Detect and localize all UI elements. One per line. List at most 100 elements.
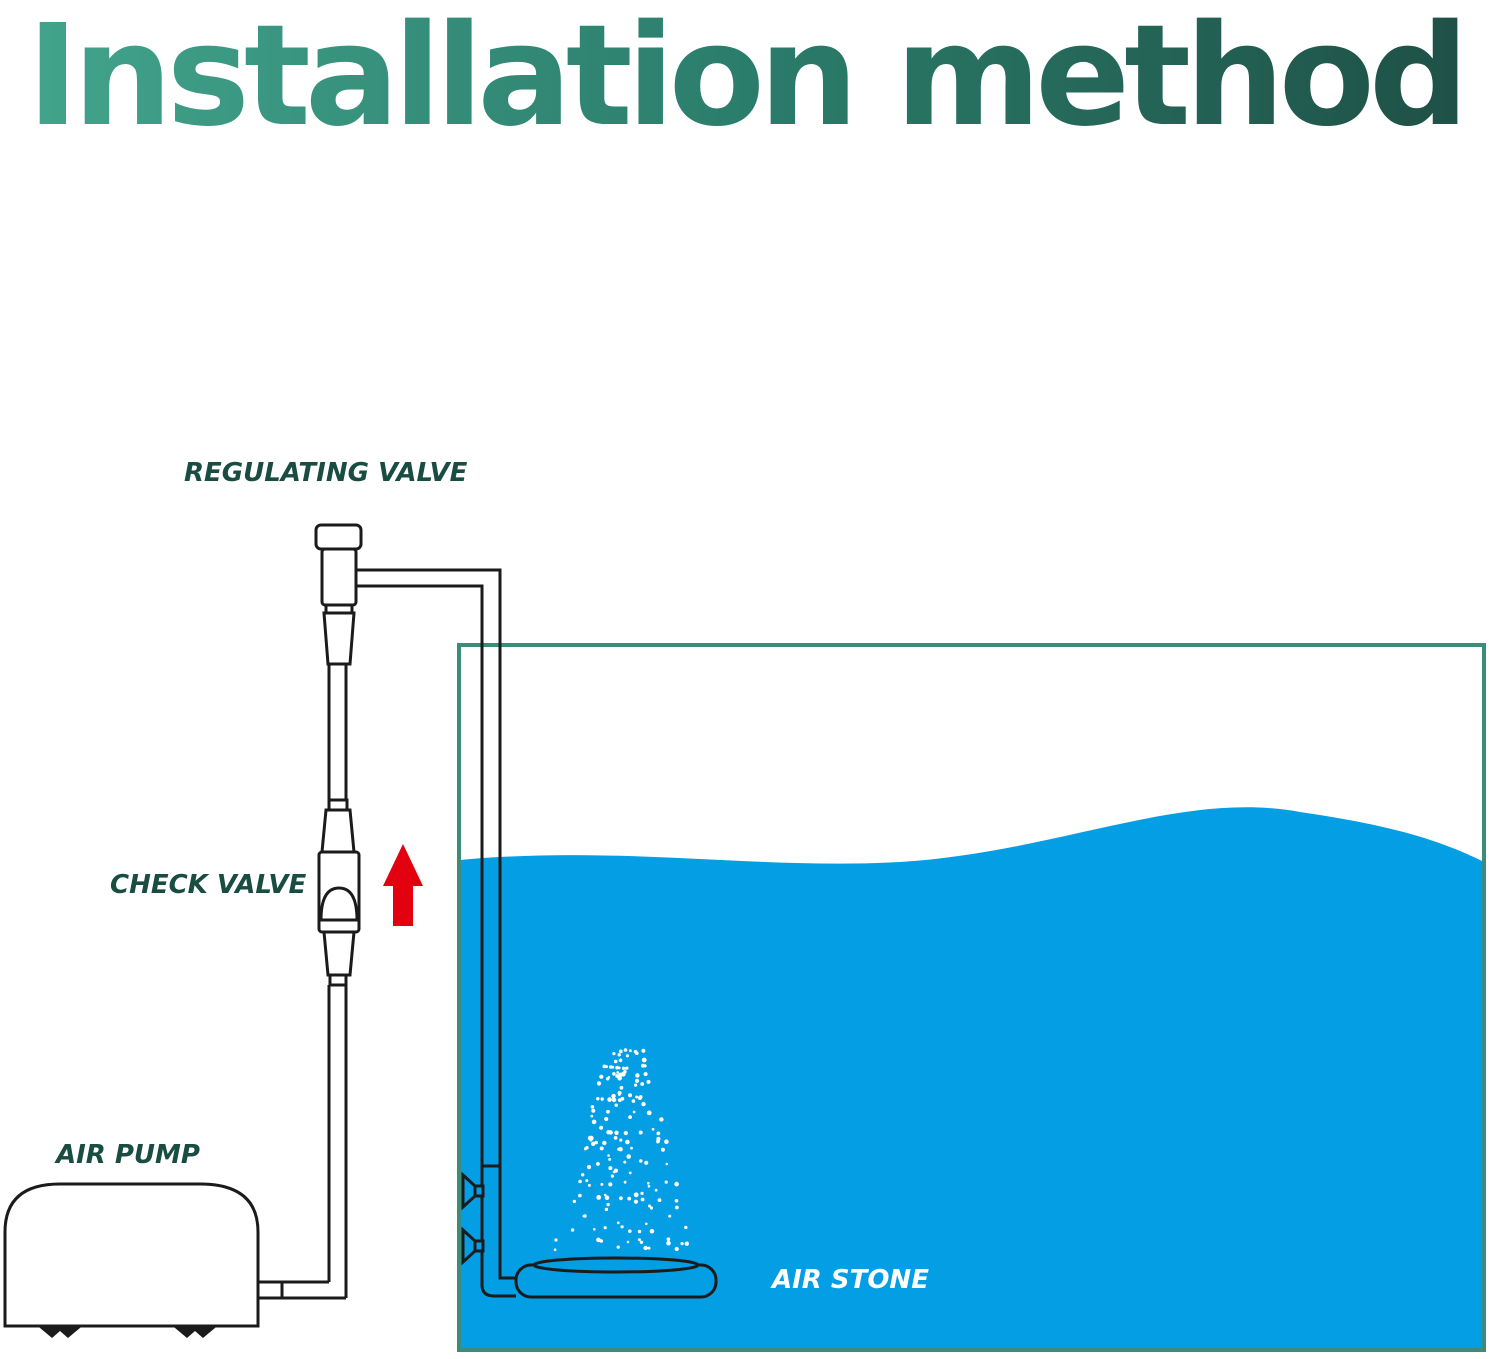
air-bubble xyxy=(632,1110,636,1114)
air-bubble xyxy=(635,1095,639,1099)
air-bubble xyxy=(647,1181,650,1185)
air-bubble xyxy=(656,1136,661,1141)
air-bubble xyxy=(623,1070,627,1074)
air-bubble xyxy=(674,1246,679,1252)
air-bubble xyxy=(646,1079,651,1084)
air-bubble xyxy=(628,1171,632,1175)
air-bubble xyxy=(614,1130,619,1136)
air-bubble xyxy=(625,1054,630,1058)
flow-direction-arrow-icon xyxy=(383,844,423,926)
air-bubble xyxy=(604,1116,609,1122)
air-tube-tank xyxy=(356,568,502,1168)
air-bubble xyxy=(596,1162,600,1166)
air-bubble xyxy=(591,1141,596,1147)
air-pump-icon xyxy=(3,1182,260,1338)
label-air-stone: AIR STONE xyxy=(772,1265,929,1295)
air-bubble xyxy=(668,1214,672,1218)
air-bubble xyxy=(664,1139,669,1144)
air-bubble xyxy=(619,1196,623,1201)
label-air-pump: AIR PUMP xyxy=(56,1140,200,1170)
air-bubble xyxy=(656,1140,660,1144)
air-bubble xyxy=(618,1072,623,1078)
air-bubble xyxy=(648,1204,651,1208)
air-bubble xyxy=(640,1082,645,1086)
air-bubble xyxy=(639,1159,643,1163)
air-bubble xyxy=(634,1083,638,1087)
air-bubble xyxy=(578,1179,582,1184)
air-bubble xyxy=(605,1065,608,1069)
air-bubble xyxy=(675,1205,679,1210)
air-bubble xyxy=(606,1202,610,1207)
air-bubble xyxy=(585,1179,589,1183)
air-bubble xyxy=(628,1093,632,1098)
air-bubble xyxy=(591,1119,597,1125)
air-bubble xyxy=(608,1182,613,1187)
air-bubble xyxy=(638,1130,643,1135)
air-bubble xyxy=(645,1222,648,1226)
air-bubble xyxy=(647,1246,651,1250)
air-bubble xyxy=(643,1245,648,1251)
air-bubble xyxy=(649,1206,654,1210)
air-bubble xyxy=(593,1228,596,1231)
label-check-valve: CHECK VALVE xyxy=(110,870,307,900)
air-bubble xyxy=(572,1199,576,1204)
air-bubble xyxy=(637,1238,641,1242)
air-bubble xyxy=(608,1157,612,1161)
air-bubble xyxy=(612,1072,616,1076)
air-bubble xyxy=(633,1192,639,1198)
air-bubble xyxy=(644,1160,649,1165)
air-bubble xyxy=(631,1099,636,1103)
air-bubble xyxy=(635,1073,640,1078)
air-bubble xyxy=(613,1059,618,1064)
air-bubble xyxy=(604,1207,609,1212)
air-bubble xyxy=(590,1114,594,1118)
air-bubble xyxy=(647,1185,651,1188)
air-bubble xyxy=(637,1096,642,1100)
air-bubble xyxy=(637,1229,642,1234)
air-bubble xyxy=(596,1195,602,1200)
air-bubble xyxy=(640,1191,644,1195)
air-bubble xyxy=(641,1048,646,1053)
air-bubble xyxy=(591,1108,596,1113)
air-bubble xyxy=(616,1071,620,1074)
air-bubble xyxy=(616,1245,620,1249)
air-bubble xyxy=(585,1146,589,1150)
air-bubble xyxy=(630,1146,633,1150)
air-bubble xyxy=(599,1146,604,1151)
air-bubble xyxy=(599,1074,604,1079)
air-bubble xyxy=(635,1051,639,1056)
air-bubble xyxy=(674,1199,679,1203)
air-bubble xyxy=(641,1101,646,1107)
air-bubble xyxy=(606,1109,610,1114)
air-bubble xyxy=(617,1053,621,1057)
aquarium-tank xyxy=(457,643,1486,1352)
air-bubble xyxy=(618,1147,623,1152)
air-bubble xyxy=(603,1193,607,1197)
air-bubble xyxy=(684,1225,688,1230)
air-bubble xyxy=(554,1238,558,1242)
air-bubble xyxy=(607,1097,612,1102)
air-bubble xyxy=(611,1097,617,1103)
air-bubble xyxy=(578,1193,582,1198)
air-bubble xyxy=(599,1125,604,1130)
air-bubble xyxy=(623,1180,627,1184)
air-bubble xyxy=(654,1188,658,1192)
air-bubble xyxy=(617,1098,622,1102)
air-bubble xyxy=(615,1074,620,1078)
air-bubble xyxy=(680,1242,684,1246)
air-bubbles xyxy=(553,1048,689,1252)
air-bubble xyxy=(583,1214,587,1218)
air-bubble xyxy=(612,1052,616,1056)
label-regulating-valve: REGULATING VALVE xyxy=(184,458,468,488)
air-bubble xyxy=(684,1241,689,1246)
air-bubble xyxy=(666,1240,671,1246)
air-bubble xyxy=(594,1140,598,1145)
air-bubble xyxy=(619,1085,624,1090)
air-bubble xyxy=(600,1182,604,1186)
air-tube-bottom xyxy=(480,1166,516,1298)
air-bubble xyxy=(606,1077,610,1081)
page-title: Installation method xyxy=(0,2,1490,152)
air-bubble xyxy=(639,1240,644,1245)
air-bubble xyxy=(643,1064,647,1068)
